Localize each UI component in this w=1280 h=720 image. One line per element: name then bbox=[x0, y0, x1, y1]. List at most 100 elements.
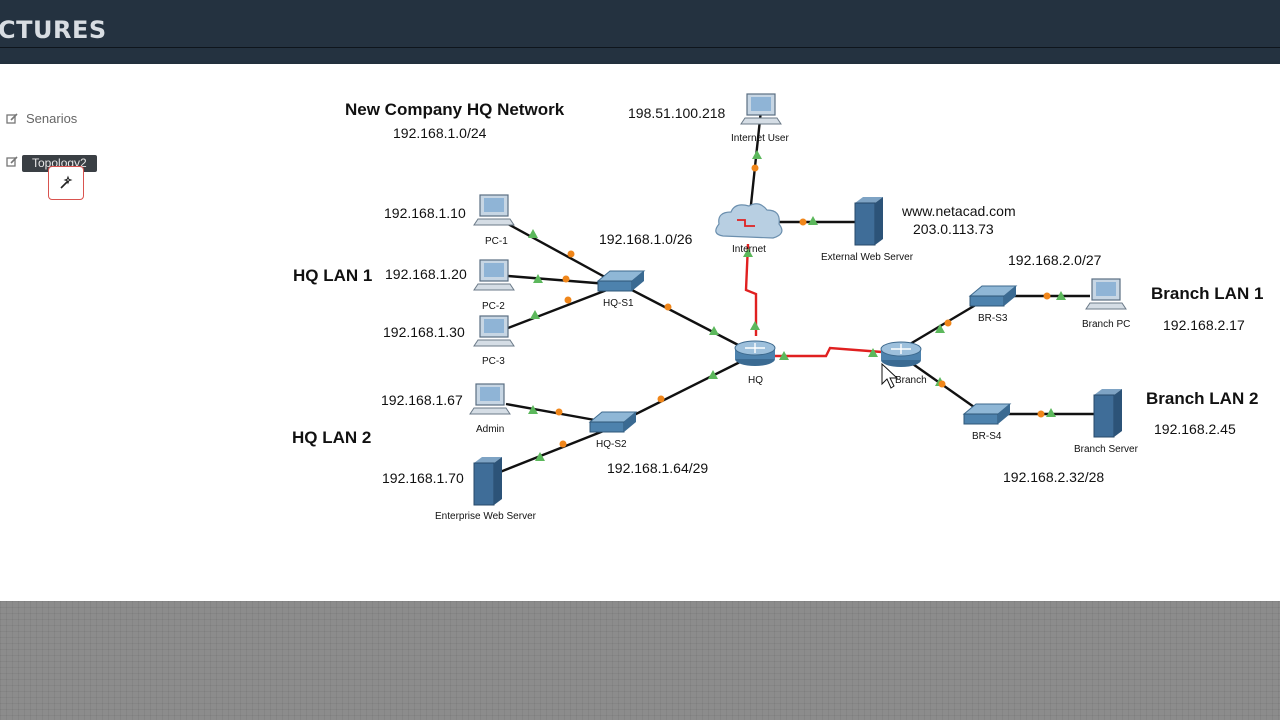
link-up-indicator bbox=[535, 452, 545, 461]
link-pending-indicator bbox=[751, 164, 759, 172]
link-up-indicator bbox=[528, 405, 538, 414]
pc-icon[interactable] bbox=[473, 194, 515, 226]
cloud-icon[interactable] bbox=[715, 203, 783, 239]
branch-server-name: Branch Server bbox=[1074, 444, 1139, 455]
switch-icon[interactable] bbox=[596, 270, 646, 292]
pc-icon[interactable] bbox=[740, 93, 782, 125]
diagram-title: New Company HQ Network bbox=[345, 100, 565, 119]
topology-panel bbox=[0, 64, 1280, 601]
branch-lan2-host: 192.168.2.45 bbox=[1154, 421, 1236, 437]
canvas-background bbox=[0, 601, 1280, 720]
pc2-name: PC-2 bbox=[482, 301, 505, 312]
switch-icon[interactable] bbox=[968, 285, 1018, 307]
ext-server-name: External Web Server bbox=[821, 252, 914, 263]
internet-name: Internet bbox=[732, 244, 766, 255]
link-up-indicator bbox=[708, 370, 718, 379]
br-s3-name: BR-S3 bbox=[978, 313, 1008, 324]
link-hq-branch bbox=[772, 346, 883, 358]
hq-s2-name: HQ-S2 bbox=[596, 439, 627, 450]
link-pending-indicator bbox=[562, 275, 570, 283]
link-ews-hqs2 bbox=[499, 428, 607, 474]
link-pending-indicator bbox=[559, 440, 567, 448]
switch-icon[interactable] bbox=[588, 411, 638, 433]
hq-lan2-label: HQ LAN 2 bbox=[292, 428, 371, 447]
link-up-indicator bbox=[779, 351, 789, 360]
link-up-indicator bbox=[808, 216, 818, 225]
link-up-indicator bbox=[750, 321, 760, 330]
branch-pc-name: Branch PC bbox=[1082, 319, 1130, 330]
serial-links bbox=[744, 243, 883, 358]
link-up-indicator bbox=[533, 274, 543, 283]
network-topology-diagram: New Company HQ Network 192.168.1.0/24 HQ… bbox=[292, 93, 1263, 522]
server-icon[interactable] bbox=[473, 457, 502, 506]
link-pending-indicator bbox=[564, 296, 572, 304]
link-pc1-hqs1 bbox=[507, 222, 615, 284]
magic-wand-button[interactable] bbox=[48, 166, 84, 200]
router-icon[interactable] bbox=[880, 341, 922, 367]
title-subnet: 192.168.1.0/24 bbox=[393, 125, 487, 141]
link-pending-indicator bbox=[664, 303, 672, 311]
sidebar-item-senarios[interactable]: Senarios bbox=[6, 111, 77, 126]
app-header: CTURES bbox=[0, 0, 1280, 64]
server-icon[interactable] bbox=[854, 197, 883, 246]
magic-wand-icon bbox=[60, 175, 73, 189]
pc1-name: PC-1 bbox=[485, 236, 508, 247]
pc-icon[interactable] bbox=[469, 383, 511, 415]
link-up-indicator bbox=[528, 229, 538, 238]
sidebar-item-label: Senarios bbox=[26, 111, 78, 126]
hq-lan1-subnet: 192.168.1.0/26 bbox=[599, 231, 693, 247]
link-pending-indicator bbox=[799, 218, 807, 226]
edit-icon bbox=[6, 156, 18, 167]
pc-icon[interactable] bbox=[1085, 278, 1127, 310]
link-pending-indicator bbox=[944, 319, 952, 327]
server-icon[interactable] bbox=[1093, 389, 1122, 438]
pc1-ip: 192.168.1.10 bbox=[384, 205, 466, 221]
br-s4-name: BR-S4 bbox=[972, 431, 1002, 442]
pc-icon[interactable] bbox=[473, 259, 515, 291]
branch-name: Branch bbox=[895, 375, 927, 386]
link-up-indicator bbox=[530, 310, 540, 319]
link-internet-hq bbox=[744, 243, 758, 336]
link-pc3-hqs1 bbox=[507, 286, 613, 330]
link-up-indicator bbox=[1046, 408, 1056, 417]
internet-user-name: Internet User bbox=[731, 133, 789, 144]
link-up-indicator bbox=[743, 248, 753, 257]
link-up-indicator bbox=[752, 150, 762, 159]
router-icon[interactable] bbox=[734, 340, 776, 366]
link-hqs1-hq bbox=[627, 286, 745, 350]
link-pc2-hqs1 bbox=[507, 274, 609, 286]
branch-lan1-subnet: 192.168.2.0/27 bbox=[1008, 252, 1102, 268]
pc3-ip: 192.168.1.30 bbox=[383, 324, 465, 340]
switch-icon[interactable] bbox=[962, 403, 1012, 425]
mouse-cursor bbox=[881, 362, 899, 389]
link-pending-indicator bbox=[555, 408, 563, 416]
ews-name: Enterprise Web Server bbox=[435, 511, 537, 522]
link-pending-indicator bbox=[1043, 292, 1051, 300]
pc3-name: PC-3 bbox=[482, 356, 505, 367]
edit-icon bbox=[6, 112, 18, 124]
branch-lan1-label: Branch LAN 1 bbox=[1151, 284, 1263, 303]
admin-ip: 192.168.1.67 bbox=[381, 392, 463, 408]
link-pending-indicator bbox=[938, 380, 946, 388]
link-up-indicator bbox=[1056, 291, 1066, 300]
link-pending-indicator bbox=[1037, 410, 1045, 418]
link-up-indicator bbox=[935, 324, 945, 333]
link-user-internet bbox=[748, 109, 763, 215]
header-divider bbox=[0, 47, 1280, 48]
admin-name: Admin bbox=[476, 424, 504, 435]
sidebar-item-topology2[interactable] bbox=[6, 156, 18, 168]
pc2-ip: 192.168.1.20 bbox=[385, 266, 467, 282]
hq-lan1-label: HQ LAN 1 bbox=[293, 266, 372, 285]
ext-server-host: www.netacad.com bbox=[901, 203, 1016, 219]
link-up-indicator bbox=[709, 326, 719, 335]
link-indicators bbox=[528, 150, 1066, 461]
link-branch-brs4 bbox=[909, 361, 985, 415]
pc-icon[interactable] bbox=[473, 315, 515, 347]
link-pending-indicator bbox=[567, 250, 575, 258]
ext-server-ip: 203.0.113.73 bbox=[913, 221, 994, 237]
hq-lan2-subnet: 192.168.1.64/29 bbox=[607, 460, 708, 476]
link-hqs2-hq bbox=[623, 358, 745, 422]
branch-lan1-host: 192.168.2.17 bbox=[1163, 317, 1245, 333]
page-title: CTURES bbox=[0, 16, 107, 44]
hq-s1-name: HQ-S1 bbox=[603, 298, 634, 309]
